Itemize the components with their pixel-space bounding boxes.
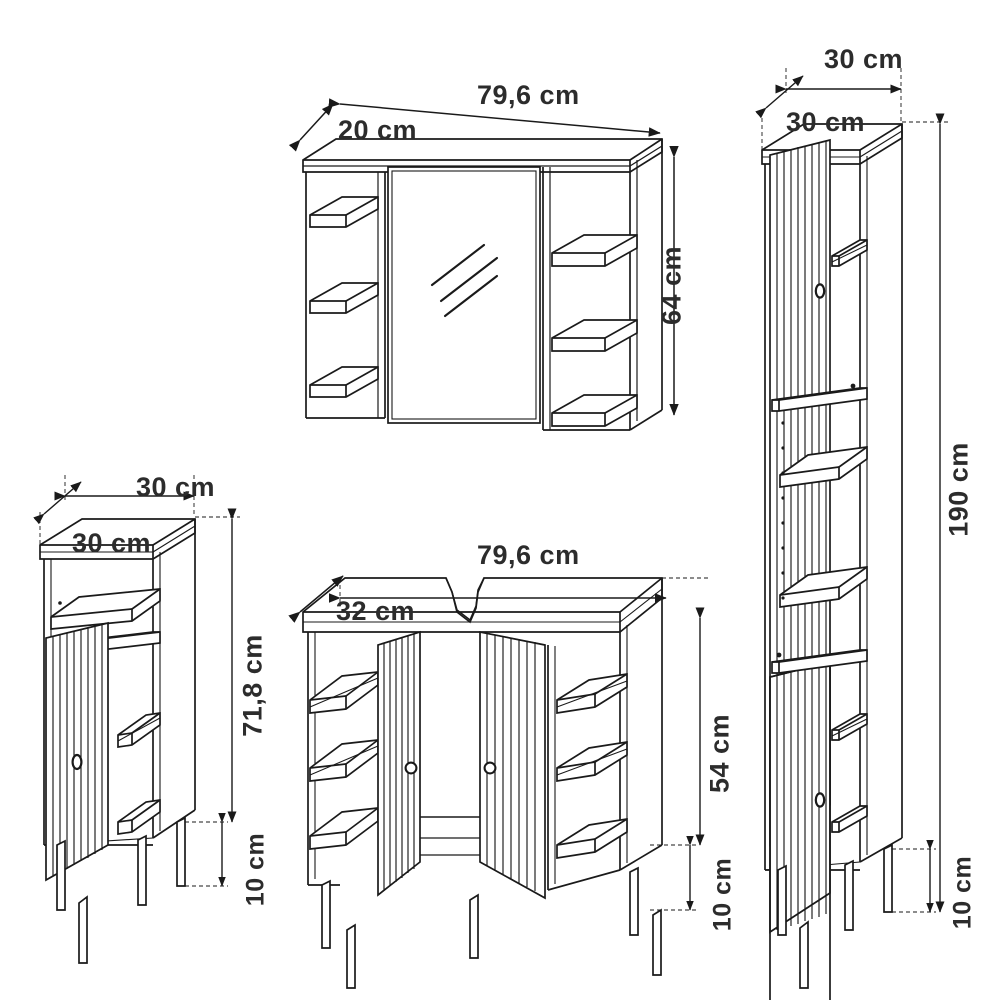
small-cabinet-legs (56, 816, 186, 964)
vanity-left-door (377, 630, 421, 897)
vanity-right-door-knob (483, 761, 497, 775)
small-depth-dimension (33, 481, 82, 525)
vanity-right-door (479, 630, 546, 900)
small-door-slats (52, 625, 103, 876)
vanity-left-door-slats (383, 634, 415, 891)
vanity-left-door-knob (404, 761, 418, 775)
small-niche-shelf (50, 588, 161, 630)
tall-lower-boards (771, 649, 868, 833)
tall-height-label: 190 cm (943, 442, 974, 537)
tall-peg-holes (776, 383, 856, 658)
tall-width-label: 30 cm (824, 44, 904, 74)
small-cabinet-door (45, 621, 109, 882)
small-height-label: 71,8 cm (237, 634, 268, 737)
tall-divider-board (771, 387, 868, 412)
tall-depth-dimension (755, 75, 804, 119)
vanity-unit-drawing (288, 575, 710, 989)
tall-upper-door-knob (814, 283, 826, 299)
tall-cabinet-legs (777, 843, 893, 989)
mirror-left-section (305, 172, 386, 419)
mirror-depth-label: 20 cm (338, 115, 418, 145)
vanity-right-shelves (547, 578, 663, 891)
tall-cabinet-drawing (755, 68, 948, 1000)
vanity-leg-label: 10 cm (708, 857, 737, 932)
tall-middle-shelves (779, 446, 868, 608)
mirror-width-label: 79,6 cm (477, 80, 580, 110)
tall-lower-door-knob (814, 792, 826, 808)
small-leg-label: 10 cm (241, 832, 270, 907)
tall-shelf-1 (831, 239, 868, 267)
vanity-centre-panel (420, 816, 480, 856)
mirror-reflection-lines (430, 243, 499, 318)
vanity-width-label: 79,6 cm (477, 540, 580, 570)
mirror-right-section (542, 139, 663, 431)
vanity-countertop (302, 577, 663, 633)
vanity-unit-legs (321, 866, 662, 989)
tall-lower-door-slats (776, 664, 827, 930)
vanity-left-shelves (307, 632, 379, 886)
mirror-cabinet-drawing (288, 98, 679, 431)
tall-leg-label: 10 cm (948, 855, 977, 930)
small-cabinet-drawing (33, 475, 240, 964)
vanity-depth-dimension (288, 575, 344, 623)
vanity-right-door-slats (486, 633, 536, 891)
mirror-width-dimension (328, 98, 661, 137)
small-door-knob (71, 753, 83, 771)
small-internal-shelves (117, 712, 161, 835)
mirror-height-label: 64 cm (656, 245, 687, 326)
tall-depth-label: 30 cm (786, 107, 866, 137)
vanity-depth-label: 32 cm (336, 596, 416, 626)
small-width-label: 30 cm (136, 472, 216, 502)
vanity-body-label: 54 cm (704, 713, 735, 794)
mirror-depth-dimension (288, 103, 334, 152)
small-depth-label: 30 cm (72, 528, 152, 558)
mirror-door (387, 166, 541, 424)
